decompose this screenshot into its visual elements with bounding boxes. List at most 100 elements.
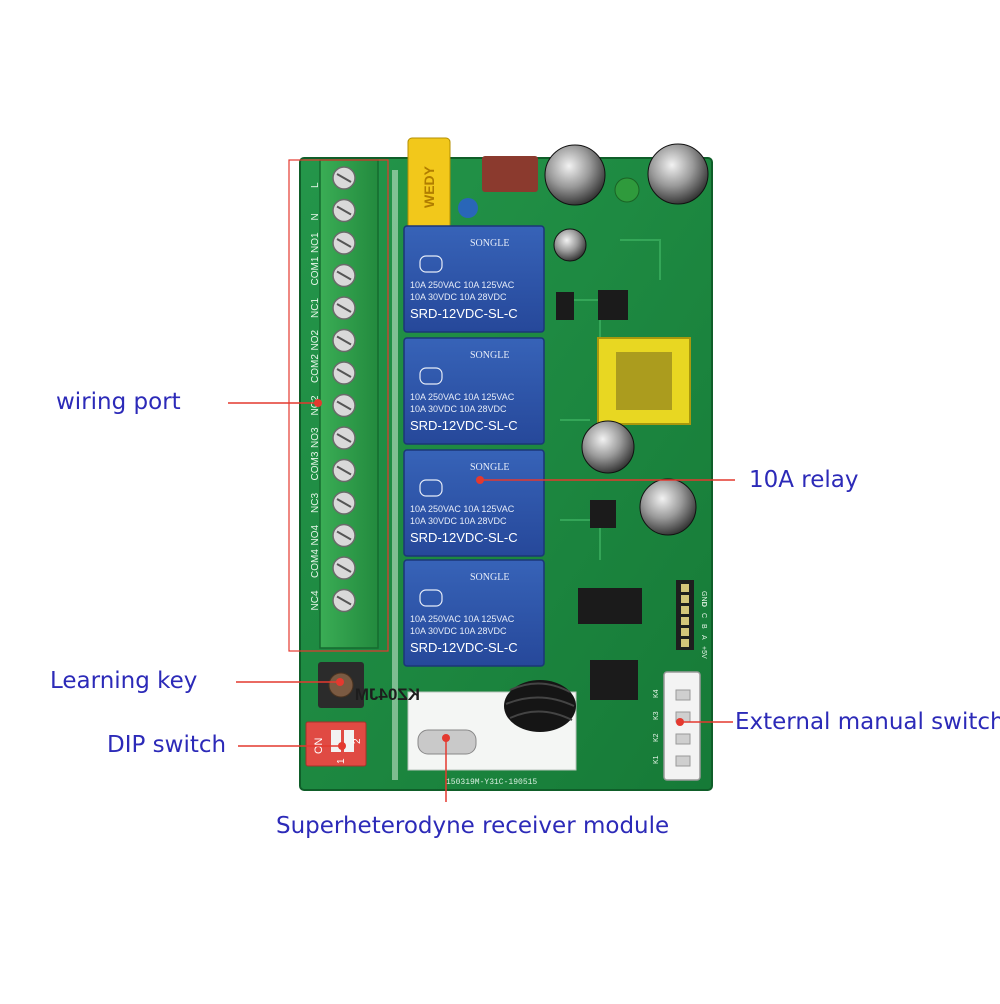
terminal-label: COM2 xyxy=(310,354,321,383)
header-label: C xyxy=(700,613,707,618)
relay-3: SONGLE 10A 250VAC 10A 125VAC 10A 30VDC 10A… xyxy=(403,449,545,557)
relay-rating-2: 10A 30VDC 10A 28VDC xyxy=(410,626,507,636)
header-label: D xyxy=(700,602,707,607)
connector-label: K2 xyxy=(653,733,660,742)
callout-external-switch: External manual switch xyxy=(735,709,1000,735)
antenna-coil xyxy=(504,680,576,732)
relay-rating-2: 10A 30VDC 10A 28VDC xyxy=(410,516,507,526)
relay-rating-1: 10A 250VAC 10A 125VAC xyxy=(410,392,515,402)
external-switch-connector xyxy=(663,671,701,781)
relay-rating-1: 10A 250VAC 10A 125VAC xyxy=(410,280,515,290)
power-transformer xyxy=(597,337,691,425)
crystal-oscillator xyxy=(417,729,477,755)
terminal-screw-slot xyxy=(336,335,352,346)
relay-rating-2: 10A 30VDC 10A 28VDC xyxy=(410,404,507,414)
transistor xyxy=(556,292,574,320)
terminal-screw-slot xyxy=(336,433,352,443)
relays: SONGLE 10A 250VAC 10A 125VAC 10A 30VDC 10A… xyxy=(403,225,545,667)
terminal-screw-slot xyxy=(336,303,352,313)
cqc-mark-icon xyxy=(419,479,443,497)
callout-learning-key: Learning key xyxy=(50,668,198,694)
header-label: GND xyxy=(700,591,707,607)
terminal-label: COM4 xyxy=(310,549,321,578)
connector-label: K3 xyxy=(653,711,660,720)
dip-switch-dot xyxy=(338,742,346,750)
terminal-screw-slot xyxy=(336,400,352,411)
header-pad xyxy=(681,595,689,603)
terminal-label: COM1 xyxy=(310,256,321,285)
terminal-label: NO1 xyxy=(310,232,321,253)
green-varistor xyxy=(614,177,640,203)
header-pad xyxy=(681,639,689,647)
connector-pin xyxy=(675,755,691,767)
terminal-screw-slot xyxy=(336,173,352,183)
relay-body xyxy=(403,449,545,557)
relay-dot xyxy=(476,476,484,484)
cqc-mark-icon xyxy=(419,367,443,385)
terminal-label: NC1 xyxy=(310,298,321,318)
terminal-label: L xyxy=(310,182,321,188)
terminal-screw-slot xyxy=(336,530,352,541)
pcb-cut-line xyxy=(392,170,398,780)
electrolytic-capacitor-1 xyxy=(544,144,606,206)
blue-ceramic-capacitor xyxy=(458,198,478,218)
terminal-screws xyxy=(332,166,356,613)
terminal-label: NC3 xyxy=(310,493,321,513)
relay-rating-1: 10A 250VAC 10A 125VAC xyxy=(410,504,515,514)
terminal-screw-slot xyxy=(336,465,352,476)
decoder-ic xyxy=(578,588,642,624)
pin-header xyxy=(676,580,694,650)
receiver-module-dot xyxy=(442,734,450,742)
wiring-port-dot xyxy=(314,399,322,407)
connector-label: K1 xyxy=(653,755,660,764)
relay-rating-2: 10A 30VDC 10A 28VDC xyxy=(410,292,507,302)
dip-key-2-label: 2 xyxy=(352,738,363,744)
relay-rating-1: 10A 250VAC 10A 125VAC xyxy=(410,614,515,624)
transformer-core xyxy=(616,352,672,410)
small-capacitor xyxy=(553,228,587,262)
callout-wiring-port: wiring port xyxy=(56,389,181,415)
smd-block xyxy=(598,290,628,320)
relay-body xyxy=(403,225,545,333)
dip-key-1[interactable] xyxy=(331,730,341,752)
cqc-mark-icon xyxy=(419,255,443,273)
callout-dip-switch: DIP switch xyxy=(107,732,227,758)
regulator-ic xyxy=(590,500,616,528)
terminal-screw-slot xyxy=(336,205,352,216)
learning-key-dot xyxy=(336,678,344,686)
relay-brand: SONGLE xyxy=(470,462,509,473)
cqc-mark-icon xyxy=(419,589,443,607)
header-label: B xyxy=(700,624,707,629)
relay-model: SRD-12VDC-SL-C xyxy=(410,306,518,321)
relay-brand: SONGLE xyxy=(470,238,509,249)
fuse-resistor xyxy=(482,156,538,192)
header-pad xyxy=(681,617,689,625)
terminal-screw-slot xyxy=(336,238,352,248)
terminal-label: COM3 xyxy=(310,451,321,480)
dip-key-2[interactable] xyxy=(344,730,354,752)
electrolytic-capacitor-4 xyxy=(639,478,697,536)
connector-label: K4 xyxy=(653,689,660,698)
relay-model: SRD-12VDC-SL-C xyxy=(410,640,518,655)
module-label: KZ04JM xyxy=(355,685,420,704)
relay-model: SRD-12VDC-SL-C xyxy=(410,418,518,433)
terminal-screw-slot xyxy=(336,368,352,378)
header-label: +5V xyxy=(700,646,707,659)
terminal-labels: LNNO1COM1NC1NO2COM2NC2NO3COM3NC3NO4COM4N… xyxy=(310,182,321,611)
relay-4: SONGLE 10A 250VAC 10A 125VAC 10A 30VDC 10A… xyxy=(403,559,545,667)
electrolytic-capacitor-2 xyxy=(647,143,709,205)
header-pad xyxy=(681,628,689,636)
connector-pin xyxy=(675,733,691,745)
header-pad xyxy=(681,584,689,592)
relay-model: SRD-12VDC-SL-C xyxy=(410,530,518,545)
terminal-label: NO3 xyxy=(310,427,321,448)
mcu-ic xyxy=(590,660,638,700)
terminal-screw-slot xyxy=(336,270,352,281)
terminal-screw-slot xyxy=(336,595,352,606)
terminal-screw-slot xyxy=(336,498,352,508)
relay-brand: SONGLE xyxy=(470,572,509,583)
